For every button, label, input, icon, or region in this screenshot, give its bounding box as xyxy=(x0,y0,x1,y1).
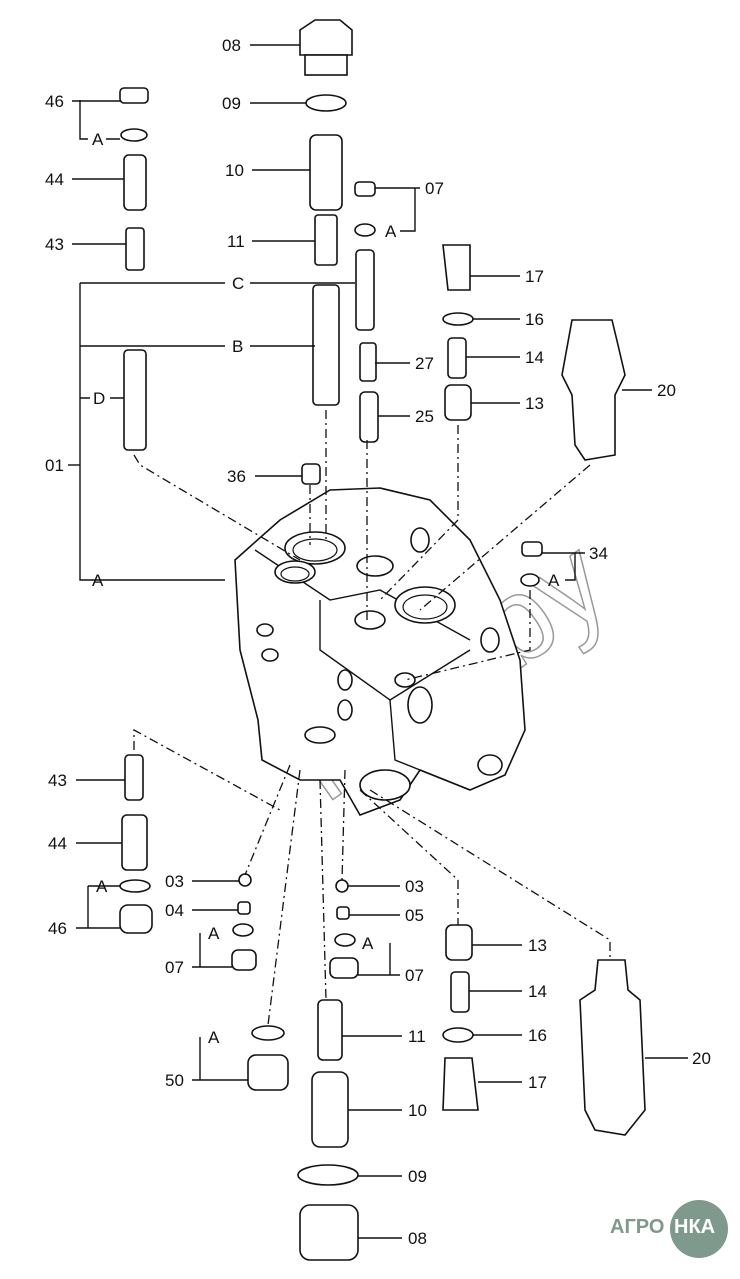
label-11: 11 xyxy=(408,1027,426,1046)
label-16: 16 xyxy=(525,310,544,329)
label-a: A xyxy=(208,1028,220,1047)
label-44: 44 xyxy=(48,834,67,853)
label-20: 20 xyxy=(657,381,676,400)
label-43: 43 xyxy=(48,771,67,790)
label-46: 46 xyxy=(48,919,67,938)
label-03: 03 xyxy=(165,872,184,891)
label-43: 43 xyxy=(45,235,64,254)
label-14: 14 xyxy=(525,348,544,367)
leader-lines xyxy=(72,44,688,1239)
label-36: 36 xyxy=(227,467,246,486)
label-13: 13 xyxy=(528,936,547,955)
label-17: 17 xyxy=(525,267,544,286)
label-10: 10 xyxy=(225,161,244,180)
label-46: 46 xyxy=(45,92,64,111)
label-10: 10 xyxy=(408,1101,427,1120)
label-01: 01 xyxy=(45,456,64,475)
label-17: 17 xyxy=(528,1073,547,1092)
label-14: 14 xyxy=(528,982,547,1001)
label-07: 07 xyxy=(405,966,424,985)
label-08: 08 xyxy=(222,36,241,55)
bottom-parts xyxy=(119,754,646,1261)
label-08: 08 xyxy=(408,1229,427,1248)
label-50: 50 xyxy=(165,1071,184,1090)
label-c: C xyxy=(232,274,244,293)
label-13: 13 xyxy=(525,394,544,413)
logo-text-right: НКА xyxy=(674,1216,716,1238)
bracket-lines xyxy=(68,100,576,1080)
logo-circle xyxy=(670,1200,728,1258)
label-a: A xyxy=(92,130,104,149)
brand-logo: АГРО НКА xyxy=(610,1200,735,1260)
label-20: 20 xyxy=(692,1049,711,1068)
label-09: 09 xyxy=(408,1167,427,1186)
logo-text-left: АГРО xyxy=(610,1216,665,1238)
label-04: 04 xyxy=(165,901,184,920)
label-a: A xyxy=(362,934,374,953)
label-a: A xyxy=(96,877,108,896)
valve-body xyxy=(234,487,526,816)
label-a: A xyxy=(92,571,104,590)
centerlines xyxy=(133,410,611,1026)
label-d: D xyxy=(93,389,105,408)
label-a: A xyxy=(208,924,220,943)
label-11: 11 xyxy=(227,232,245,251)
label-07: 07 xyxy=(165,958,184,977)
label-34: 34 xyxy=(589,544,608,563)
label-25: 25 xyxy=(415,407,434,426)
label-44: 44 xyxy=(45,170,64,189)
label-a: A xyxy=(548,571,560,590)
label-05: 05 xyxy=(405,906,424,925)
label-a: A xyxy=(385,222,397,241)
label-16: 16 xyxy=(528,1026,547,1045)
label-27: 27 xyxy=(415,354,434,373)
label-07: 07 xyxy=(425,179,444,198)
label-09: 09 xyxy=(222,94,241,113)
label-03: 03 xyxy=(405,877,424,896)
part-labels: 08 09 10 11 46 A 44 43 07 A C B D 01 A 3… xyxy=(45,36,711,1248)
label-b: B xyxy=(232,337,243,356)
